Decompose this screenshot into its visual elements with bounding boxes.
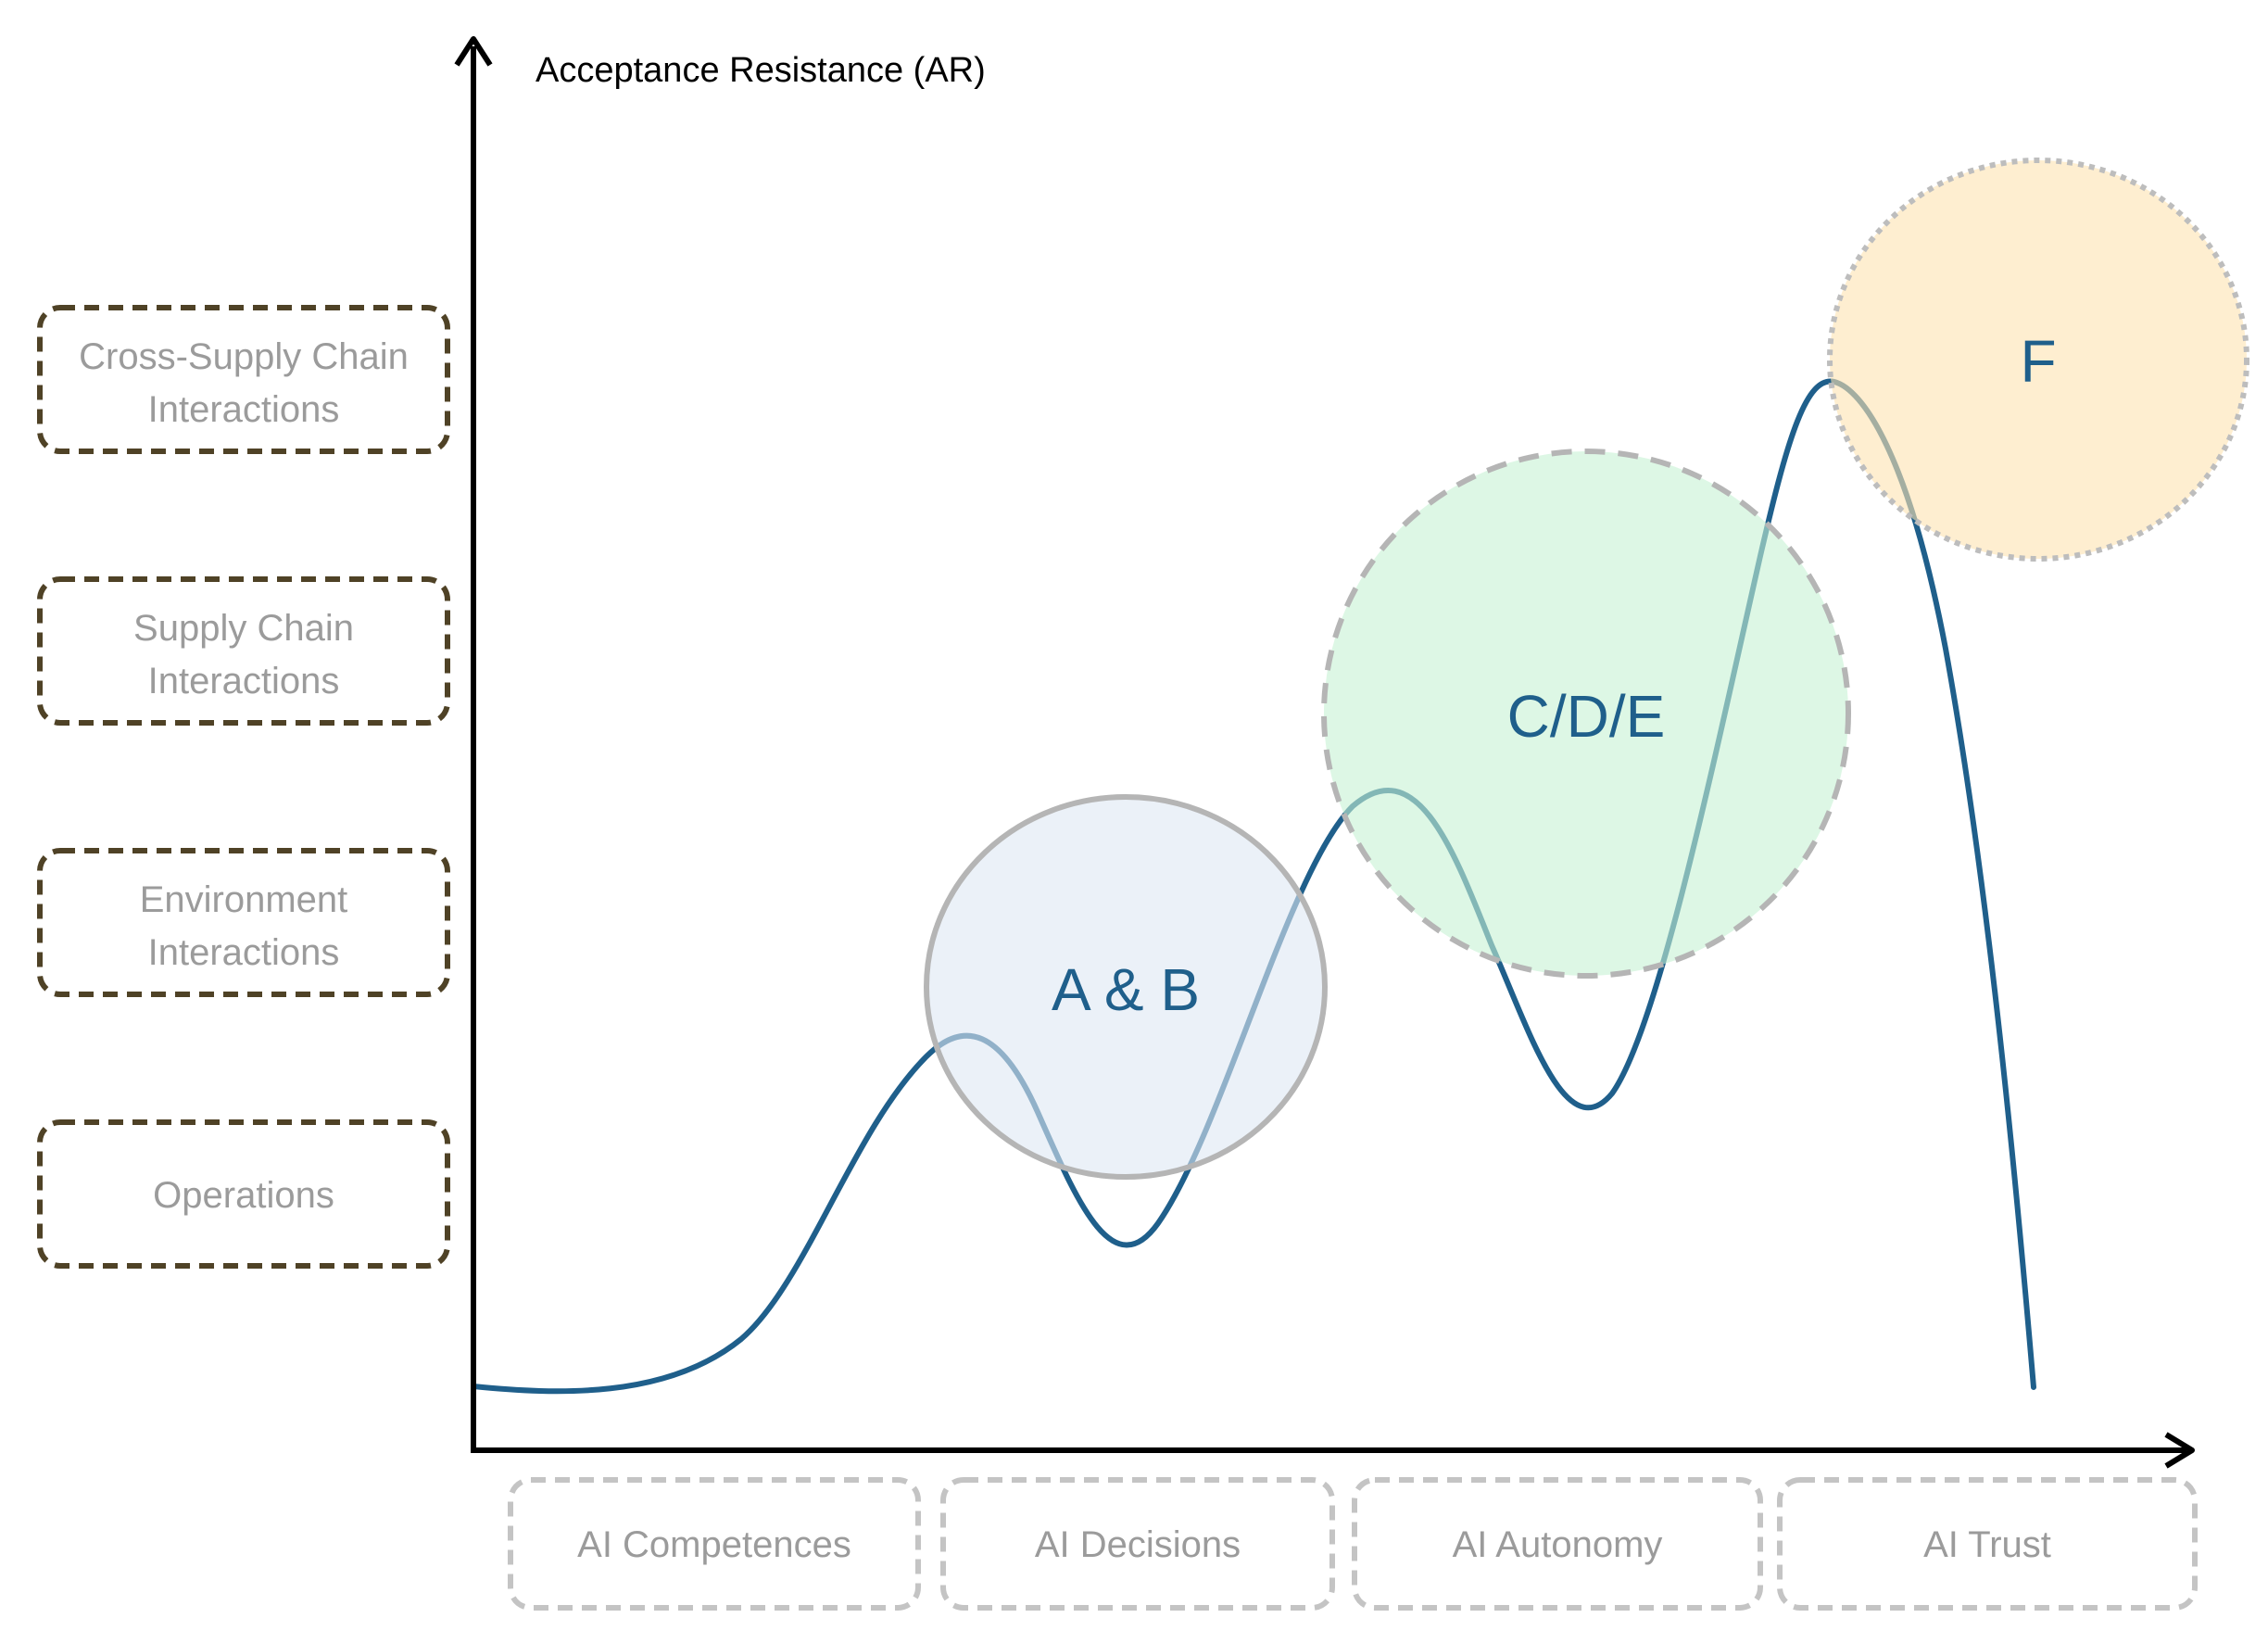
cluster-f: F	[1827, 158, 2249, 562]
y-level-environment-line2: Interactions	[148, 932, 340, 973]
y-level-supply-chain-line2: Interactions	[148, 661, 340, 701]
x-axis-arrowhead	[2164, 1432, 2195, 1469]
y-level-operations-line1: Operations	[153, 1175, 334, 1216]
cluster-c-d-e: C/D/E	[1321, 449, 1851, 979]
x-stage-ai-autonomy-label: AI Autonomy	[1453, 1524, 1663, 1565]
y-level-operations: Operations	[37, 1119, 450, 1269]
x-stage-ai-autonomy: AI Autonomy	[1352, 1477, 1763, 1611]
cluster-c-d-e-label: C/D/E	[1507, 683, 1666, 750]
x-stage-ai-decisions: AI Decisions	[940, 1477, 1335, 1611]
y-level-supply-chain: Supply Chain Interactions	[37, 576, 450, 726]
y-level-cross-supply-chain-line1: Cross-Supply Chain	[79, 336, 409, 377]
y-level-environment-line1: Environment	[140, 879, 348, 920]
y-level-supply-chain-line1: Supply Chain	[133, 608, 354, 649]
y-axis-label: Acceptance Resistance (AR)	[536, 51, 986, 90]
cluster-f-label: F	[2020, 328, 2056, 395]
cluster-a-b: A & B	[924, 794, 1328, 1180]
cluster-a-b-label: A & B	[1052, 956, 1200, 1023]
x-stage-ai-trust-label: AI Trust	[1923, 1524, 2051, 1565]
x-stage-ai-competences-label: AI Competences	[577, 1524, 851, 1565]
y-level-cross-supply-chain-line2: Interactions	[148, 389, 340, 430]
x-stage-ai-competences: AI Competences	[508, 1477, 921, 1611]
y-level-cross-supply-chain: Cross-Supply Chain Interactions	[37, 305, 450, 454]
x-stage-ai-decisions-label: AI Decisions	[1035, 1524, 1241, 1565]
x-stage-ai-trust: AI Trust	[1777, 1477, 2198, 1611]
y-level-environment: Environment Interactions	[37, 848, 450, 997]
y-axis-arrowhead	[454, 36, 493, 67]
